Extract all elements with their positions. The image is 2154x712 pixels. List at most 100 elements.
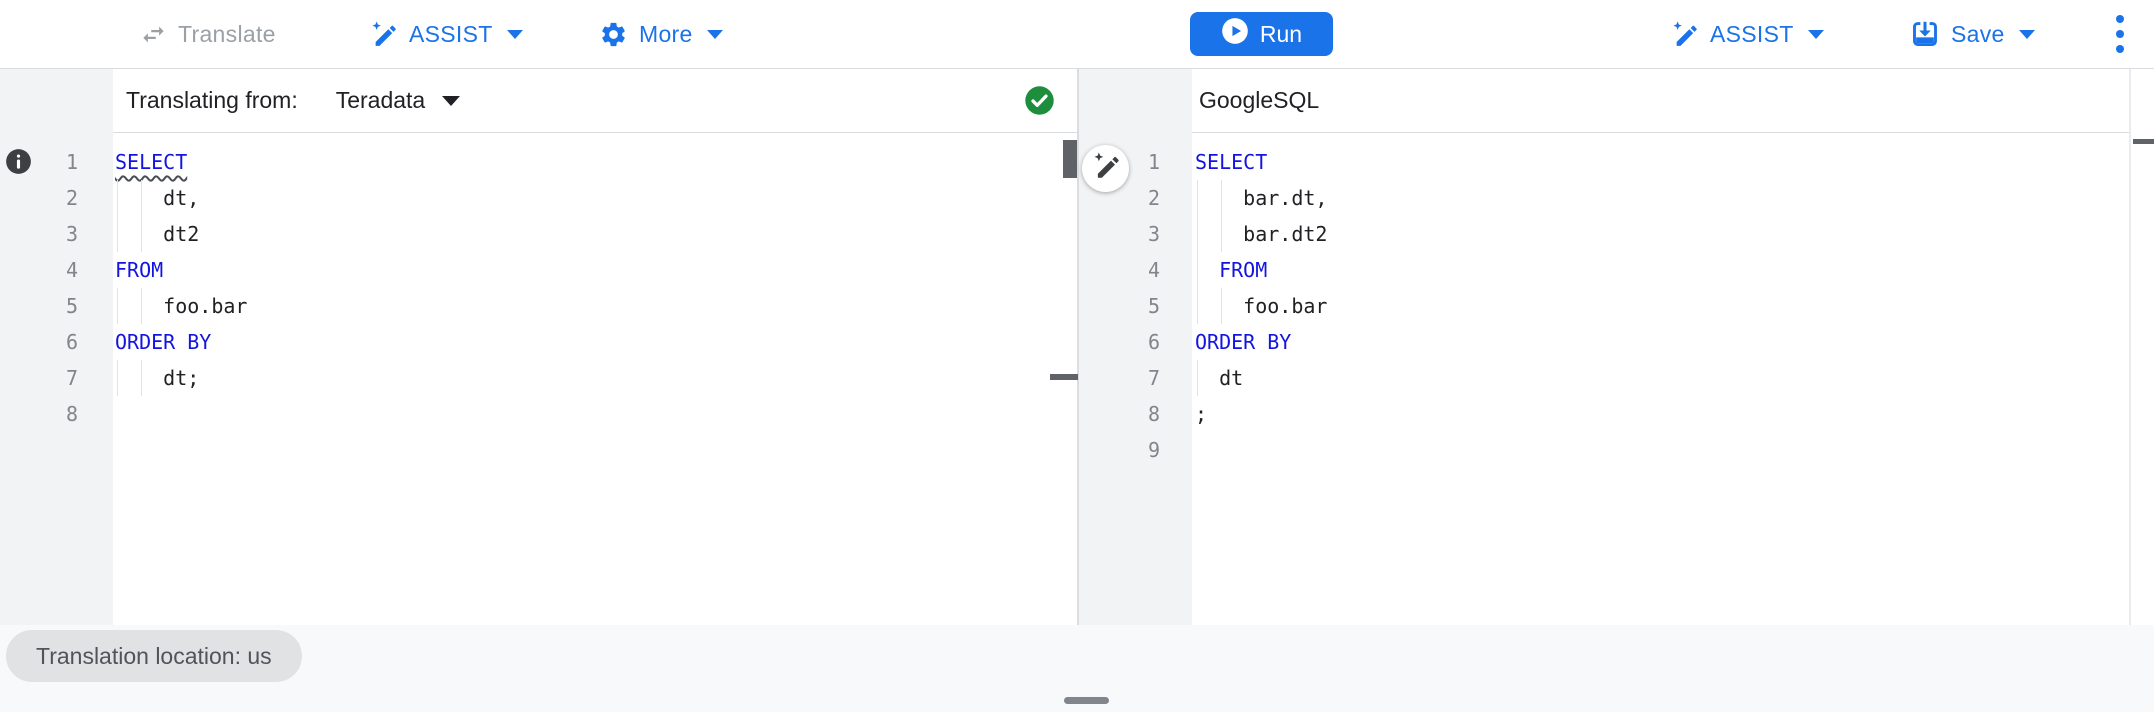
indent-guide <box>141 360 143 396</box>
check-circle-icon <box>1024 85 1055 116</box>
top-toolbar: Translate ASSIST More Ru <box>0 0 2154 69</box>
panel-resize-handle[interactable] <box>1064 697 1109 704</box>
indent-guide <box>1197 180 1198 216</box>
swap-horizontal-icon <box>140 21 167 48</box>
save-button-label: Save <box>1951 20 2005 47</box>
indent-guide <box>1197 288 1198 324</box>
code-line[interactable]: foo.bar <box>1195 288 2129 324</box>
translating-from-label: Translating from: <box>126 87 298 113</box>
code-line[interactable]: dt, <box>115 180 1063 216</box>
assist-right-button[interactable]: ASSIST <box>1670 0 1824 68</box>
source-editor-scrollbar-thumb[interactable] <box>1063 140 1077 178</box>
code-line[interactable]: ORDER BY <box>115 324 1063 360</box>
source-editor-cursor-marker <box>1050 374 1078 380</box>
line-number: 7 <box>65 366 78 390</box>
line-number: 5 <box>65 294 78 318</box>
indent-guide <box>117 216 118 252</box>
indent-guide <box>117 180 118 216</box>
sql-keyword: FROM <box>1219 258 1268 282</box>
indent-guide <box>1197 216 1198 252</box>
code-line[interactable]: FROM <box>115 252 1063 288</box>
more-button[interactable]: More <box>599 0 723 68</box>
gear-icon <box>599 20 628 49</box>
sql-text: dt, <box>115 186 200 210</box>
code-line[interactable]: dt <box>1195 360 2129 396</box>
run-button[interactable]: Run <box>1190 12 1333 56</box>
chevron-down-icon <box>2018 29 2035 39</box>
sql-text: dt <box>1195 366 1244 390</box>
code-line[interactable]: foo.bar <box>115 288 1063 324</box>
play-circle-icon <box>1221 17 1249 51</box>
line-number: 8 <box>65 402 78 426</box>
indent-guide <box>117 360 118 396</box>
line-number: 4 <box>65 258 78 282</box>
target-editor-cursor-marker <box>2133 139 2154 144</box>
info-icon[interactable] <box>5 148 32 175</box>
line-number: 6 <box>65 330 78 354</box>
code-line[interactable] <box>1195 432 2129 468</box>
line-number: 3 <box>1147 222 1160 246</box>
chevron-down-icon <box>506 29 523 39</box>
sql-text: foo.bar <box>1195 294 1328 318</box>
code-line[interactable]: SELECT <box>115 144 1063 180</box>
translation-location-label: Translation location: us <box>36 642 272 669</box>
more-button-label: More <box>639 20 693 47</box>
chevron-down-icon <box>442 95 461 106</box>
line-number: 2 <box>1147 186 1160 210</box>
sql-keyword: ORDER BY <box>1195 330 1292 354</box>
target-code-editor[interactable]: 1 SELECT 2 bar.dt, 3 bar.dt2 4 FROM 5 foo.bar… <box>1079 133 2129 625</box>
code-line[interactable]: bar.dt2 <box>1195 216 2129 252</box>
source-dialect-dropdown[interactable]: Teradata <box>336 87 461 114</box>
line-number: 8 <box>1147 402 1160 426</box>
save-icon <box>1910 19 1940 49</box>
line-number: 4 <box>1147 258 1160 282</box>
translate-button-label: Translate <box>178 20 276 47</box>
source-dialect-value: Teradata <box>335 87 426 113</box>
line-number: 1 <box>65 150 78 174</box>
assist-left-button[interactable]: ASSIST <box>369 0 523 68</box>
bottom-status-bar: Translation location: us <box>0 625 2154 712</box>
code-line[interactable]: dt2 <box>115 216 1063 252</box>
panel-divider[interactable] <box>1077 69 1079 625</box>
sql-text <box>1195 258 1219 282</box>
indent-guide <box>117 288 118 324</box>
sql-text: bar.dt, <box>1195 186 1328 210</box>
line-number: 5 <box>1147 294 1160 318</box>
kebab-menu-icon[interactable] <box>2104 0 2136 68</box>
indent-guide <box>141 216 143 252</box>
code-line[interactable]: bar.dt, <box>1195 180 2129 216</box>
line-number: 6 <box>1147 330 1160 354</box>
code-line[interactable]: ; <box>1195 396 2129 432</box>
chevron-down-icon <box>706 29 723 39</box>
line-number: 1 <box>1147 150 1160 174</box>
magic-pen-icon <box>1091 151 1121 186</box>
assist-right-button-label: ASSIST <box>1710 20 1794 47</box>
target-editor-overview-ruler <box>2129 69 2131 625</box>
source-panel-header: Translating from: Teradata <box>113 69 1077 133</box>
code-line[interactable] <box>115 396 1063 432</box>
indent-guide <box>141 288 143 324</box>
indent-guide <box>1221 288 1223 324</box>
code-line[interactable]: FROM <box>1195 252 2129 288</box>
code-line[interactable]: SELECT <box>1195 144 2129 180</box>
line-number: 2 <box>65 186 78 210</box>
sql-text: bar.dt2 <box>1195 222 1328 246</box>
translate-button[interactable]: Translate <box>140 0 276 68</box>
assist-wand-button[interactable] <box>1082 145 1129 192</box>
run-button-label: Run <box>1259 20 1303 47</box>
code-line[interactable]: dt; <box>115 360 1063 396</box>
save-button[interactable]: Save <box>1910 0 2035 68</box>
source-code-editor[interactable]: 1 SELECT 2 dt, 3 dt2 4 FROM 5 foo.bar 6 ORDER BY… <box>0 133 1063 625</box>
magic-pen-icon <box>1670 20 1699 49</box>
line-number: 7 <box>1147 366 1160 390</box>
code-line[interactable]: ORDER BY <box>1195 324 2129 360</box>
sql-text: dt; <box>115 366 200 390</box>
line-number: 3 <box>65 222 78 246</box>
indent-guide <box>1197 360 1198 396</box>
sql-keyword: FROM <box>115 258 164 282</box>
sql-text: foo.bar <box>115 294 248 318</box>
indent-guide <box>141 180 143 216</box>
sql-text: ; <box>1195 402 1208 426</box>
sql-keyword: SELECT <box>1195 150 1268 174</box>
indent-guide <box>1221 216 1223 252</box>
